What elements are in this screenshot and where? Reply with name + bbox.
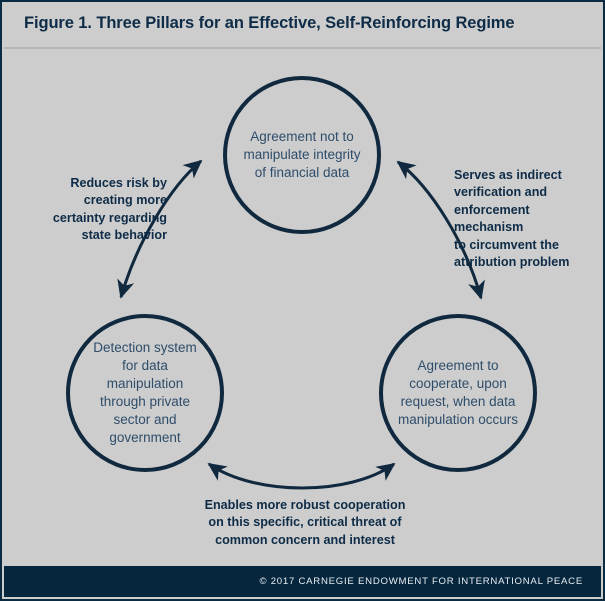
edge-label-indirect-verification: Serves as indirect verification and enfo… — [454, 168, 570, 269]
figure-title: Figure 1. Three Pillars for an Effective… — [24, 14, 515, 32]
arrow-left-right — [207, 462, 396, 490]
title-divider — [4, 47, 601, 49]
node-left-label: Detection system for data manipulation t… — [93, 340, 197, 445]
edge-label-robust-cooperation: Enables more robust cooperation on this … — [204, 498, 406, 547]
node-agreement-cooperate[interactable]: Agreement to cooperate, upon request, wh… — [379, 314, 537, 472]
node-detection-system[interactable]: Detection system for data manipulation t… — [66, 314, 224, 472]
arrow-top-left — [117, 159, 203, 299]
edge-label-reduces-risk: Reduces risk by creating more certainty … — [52, 176, 167, 243]
copyright-credit: © 2017 CARNEGIE ENDOWMENT FOR INTERNATIO… — [259, 576, 583, 587]
arrow-top-right — [396, 160, 485, 300]
node-agreement-integrity[interactable]: Agreement not to manipulate integrity of… — [223, 76, 381, 234]
node-right-label: Agreement to cooperate, upon request, wh… — [397, 358, 519, 427]
node-top-label: Agreement not to manipulate integrity of… — [243, 129, 361, 180]
footer-bar: © 2017 CARNEGIE ENDOWMENT FOR INTERNATIO… — [4, 566, 601, 597]
